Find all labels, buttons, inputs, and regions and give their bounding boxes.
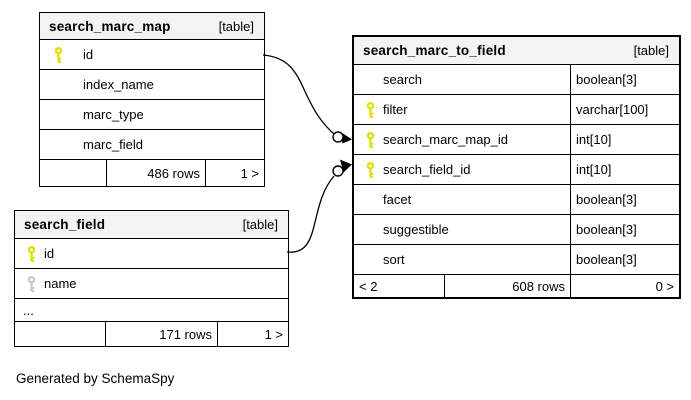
column-type: boolean[3] [570,65,679,94]
row-count: 171 rows [105,322,217,346]
column-row-suggestible: suggestible boolean[3] [354,214,679,244]
column-name: name [44,276,77,291]
column-row-name: name [15,268,288,298]
table-tag: [table] [633,43,669,58]
column-name: marc_type [83,107,144,122]
index-key-icon [26,275,37,292]
degree-right: 0 > [570,275,679,297]
column-name: suggestible [383,222,449,237]
column-name: facet [383,192,412,207]
column-name: index_name [83,77,154,92]
column-type: boolean[3] [570,245,679,274]
degree-right: 1 > [205,160,264,186]
column-row-id: id [40,40,264,69]
column-row-index_name: index_name [40,69,264,99]
column-name: search_marc_map_id [383,132,509,147]
relation-arrowhead [340,159,352,173]
column-row-marc_field: marc_field [40,129,264,159]
degree-left [15,322,105,346]
column-type: boolean[3] [570,185,679,214]
column-type: int[10] [570,155,679,184]
primary-key-icon [53,46,64,63]
table-tag: [table] [218,18,254,34]
generated-by-note: Generated by SchemaSpy [16,371,175,386]
column-name: filter [383,102,408,117]
relation-arrowhead [340,131,352,144]
table-node-search_marc_to_field[interactable]: search_marc_to_field [table] search boole… [352,35,681,299]
table-header: search_marc_map [table] [40,13,264,40]
column-row-id: id [15,239,288,268]
column-row-filter: filter varchar[100] [354,94,679,124]
primary-key-icon [26,245,37,262]
column-name: id [83,47,94,62]
column-type: boolean[3] [570,215,679,244]
table-title[interactable]: search_field [24,217,106,232]
column-type: int[10] [570,125,679,154]
column-name: id [44,246,55,261]
primary-key-icon [365,131,376,148]
column-row-search: search boolean[3] [354,65,679,94]
relation-endpoint-circle [332,131,344,143]
row-count: 608 rows [444,275,570,297]
table-node-search_field[interactable]: search_field [table] id name... 171 rows … [14,210,289,347]
relation-endpoint-circle [332,165,344,177]
table-footer: 486 rows 1 > [40,159,264,186]
relation-search_marc_map-to-search_marc_to_field [262,54,352,144]
column-row-facet: facet boolean[3] [354,184,679,214]
column-row-sort: sort boolean[3] [354,244,679,274]
table-tag: [table] [242,217,278,232]
column-list: id name... [15,239,288,321]
table-footer: 171 rows 1 > [15,321,288,346]
degree-right: 1 > [217,322,288,346]
column-row-search_marc_map_id: search_marc_map_id int[10] [354,124,679,154]
column-row-marc_type: marc_type [40,99,264,129]
degree-left [40,160,106,186]
primary-key-icon [365,161,376,178]
primary-key-icon [365,101,376,118]
table-header: search_field [table] [15,211,288,239]
column-name: search_field_id [383,162,471,177]
column-name: search [383,72,423,87]
column-type: varchar[100] [570,95,679,124]
column-row-ellipsis: ... [15,298,288,321]
relation-search_field-to-search_marc_to_field [286,159,352,253]
table-title[interactable]: search_marc_to_field [363,43,506,58]
column-list: id index_name marc_type marc_field [40,40,264,159]
column-name: ... [23,302,34,318]
column-name: marc_field [83,137,143,152]
degree-left: < 2 [359,278,378,294]
table-footer: < 2 608 rows 0 > [354,274,679,297]
column-row-search_field_id: search_field_id int[10] [354,154,679,184]
table-title[interactable]: search_marc_map [49,18,171,34]
column-name: sort [383,252,405,267]
table-header: search_marc_to_field [table] [354,37,679,65]
row-count: 486 rows [106,160,205,186]
